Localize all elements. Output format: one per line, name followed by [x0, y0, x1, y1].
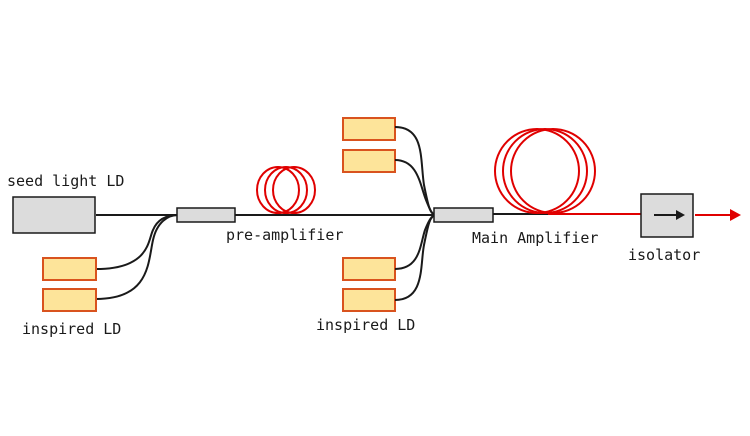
seed-light-ld-label: seed light LD — [7, 172, 124, 190]
main-amp-combiner — [433, 207, 494, 223]
left-pump-fiber-bottom — [95, 214, 179, 300]
mid-pump-ld-1 — [342, 117, 396, 141]
left-pump-fiber-top — [95, 214, 179, 270]
mid-pump-fiber-4 — [394, 214, 437, 301]
mid-pump-ld-2 — [342, 149, 396, 173]
output-arrowhead — [730, 209, 741, 221]
main-amplifier-label: Main Amplifier — [472, 229, 598, 247]
inspired-ld-left-label: inspired LD — [22, 320, 121, 338]
isolator-label: isolator — [628, 246, 700, 264]
seed-light-ld-box — [12, 196, 96, 234]
left-pump-ld-bottom — [42, 288, 97, 312]
pre-amplifier-coil — [256, 166, 316, 214]
mid-pump-ld-4 — [342, 288, 396, 312]
main-amplifier-coil — [494, 128, 596, 214]
left-pump-ld-top — [42, 257, 97, 281]
pre-amp-combiner — [176, 207, 236, 223]
inspired-ld-middle-label: inspired LD — [316, 316, 415, 334]
mid-pump-ld-3 — [342, 257, 396, 281]
pre-amplifier-label: pre-amplifier — [226, 226, 343, 244]
right-arrow-icon — [654, 210, 685, 220]
mid-pump-fiber-2 — [394, 159, 437, 216]
